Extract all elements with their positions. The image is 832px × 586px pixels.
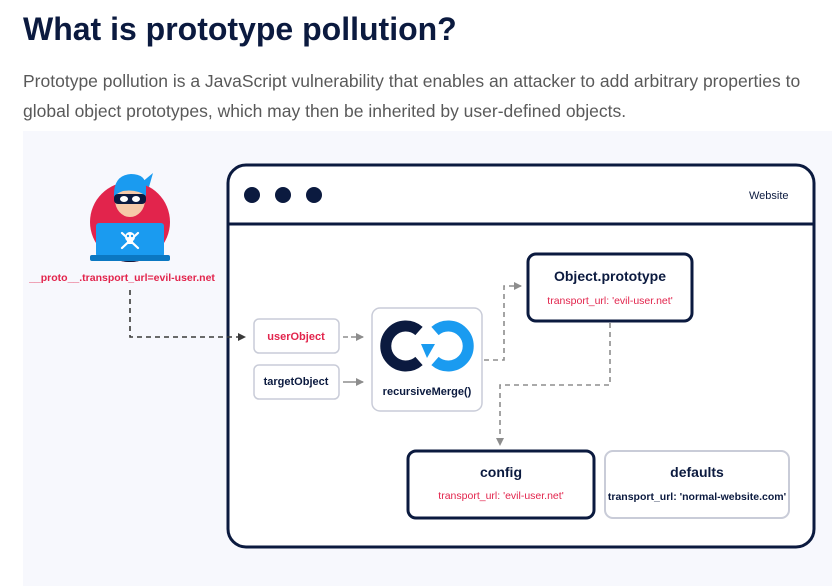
target-object-label: targetObject [263, 376, 329, 388]
config-box [406, 449, 596, 520]
diagram-graphics [90, 163, 816, 549]
skull-crossbones-icon [120, 231, 140, 250]
intro-paragraph: Prototype pollution is a JavaScript vuln… [23, 66, 828, 126]
config-title: config [480, 464, 522, 480]
website-label: Website [749, 190, 789, 202]
attacker-payload-label: __proto__.transport_url=evil-user.net [29, 272, 215, 284]
merge-to-prototype-connector [484, 282, 522, 361]
defaults-value: transport_url: 'normal-website.com' [607, 491, 787, 503]
intro-line-1: Prototype pollution is a JavaScript vuln… [23, 71, 801, 91]
hacker-avatar-icon [90, 173, 170, 262]
user-object-box [253, 318, 340, 354]
object-prototype-title: Object.prototype [553, 268, 667, 284]
target-object-box [253, 364, 340, 400]
prototype-to-config-connector [496, 323, 611, 446]
recursive-merge-label: recursiveMerge() [382, 386, 472, 398]
object-prototype-box [526, 252, 694, 323]
config-value: transport_url: 'evil-user.net' [438, 490, 564, 502]
object-prototype-value: transport_url: 'evil-user.net' [547, 295, 673, 307]
defaults-title: defaults [670, 464, 724, 480]
page-title: What is prototype pollution? [23, 11, 457, 47]
user-object-label: userObject [267, 331, 325, 343]
payload-connector [129, 290, 246, 341]
window-dots-icon [244, 187, 322, 203]
prototype-pollution-diagram: __proto__.transport_url=evil-user.net We… [23, 131, 832, 586]
sync-icon [380, 320, 474, 372]
recursive-merge-box [371, 307, 483, 412]
defaults-box [604, 450, 790, 519]
intro-line-2: global object prototypes, which may then… [23, 101, 627, 121]
